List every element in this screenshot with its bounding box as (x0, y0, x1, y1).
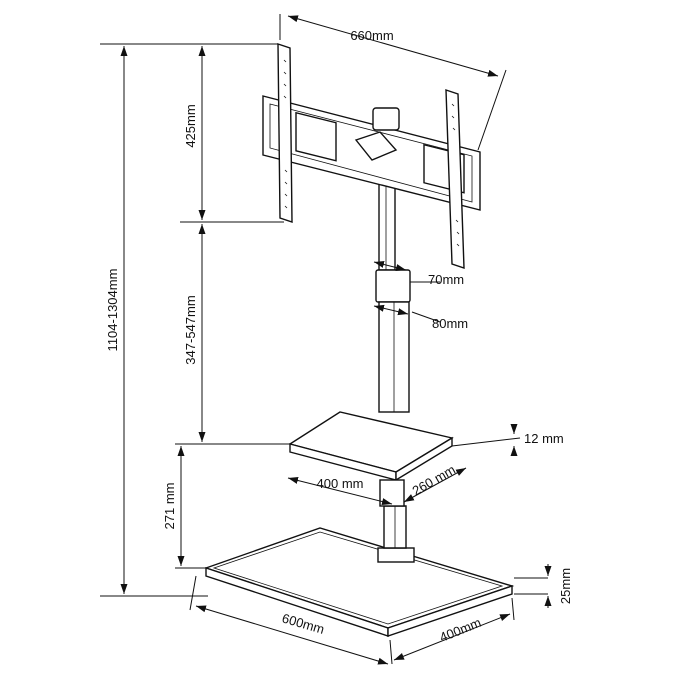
label-bracket-width: 660mm (350, 28, 393, 43)
arrow-base-depth (393, 613, 511, 661)
arrow-column-80 (373, 304, 409, 316)
label-total-height: 1104-1304mm (105, 269, 120, 352)
label-adjustable-range: 347-547mm (183, 295, 198, 364)
arrow-shelf-width (287, 477, 393, 505)
arrow-column-70 (373, 261, 407, 271)
arrow-bracket-width (287, 15, 499, 77)
arrow-shelf-depth (403, 467, 467, 503)
upper-column (375, 149, 411, 413)
label-shelf-width: 400 mm (317, 476, 364, 491)
label-base-width: 600mm (280, 610, 326, 636)
arrow-base-width (195, 605, 389, 665)
label-shelf-thickness: 12 mm (524, 431, 564, 446)
lower-column (377, 505, 415, 563)
label-shelf-height: 271 mm (162, 483, 177, 530)
label-bracket-height: 425mm (183, 104, 198, 147)
dimension-arrows (120, 15, 552, 665)
tv-mount-bracket (262, 43, 481, 269)
label-base-thickness: 25mm (558, 568, 573, 604)
label-column-small: 70mm (428, 272, 464, 287)
extension-lines (100, 14, 548, 665)
label-column-large: 80mm (432, 316, 468, 331)
label-base-depth: 400mm (437, 615, 483, 645)
